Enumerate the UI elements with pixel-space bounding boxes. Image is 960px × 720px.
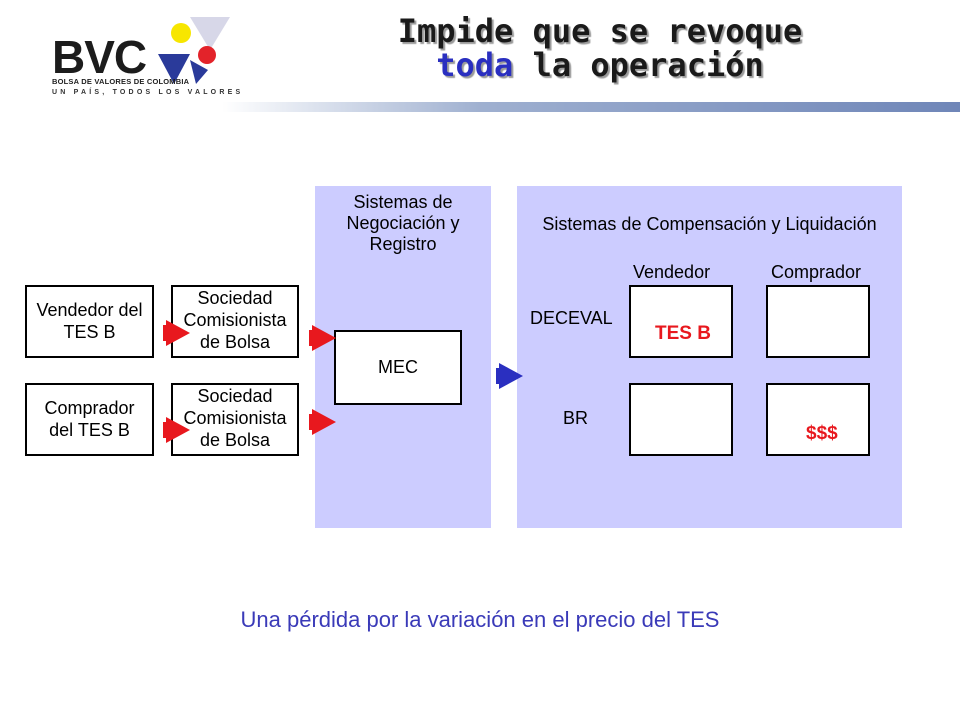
br-buyer-cell: $$$ [766,383,870,456]
mec-label: MEC [378,357,418,377]
logo-mark-icon [158,17,230,84]
arrow-buyer-to-broker-icon [163,417,190,443]
arrow-seller-to-broker-icon [163,320,190,346]
column-buyer-label: Comprador [771,262,862,282]
arrow-broker-bottom-to-mec-icon [309,409,336,435]
deceval-buyer-cell [766,285,870,358]
slide-title: Impide que se revoque toda la operación [300,14,900,82]
deceval-seller-value: TES B [655,323,711,344]
title-line-2: toda la operación [300,48,900,82]
broker-box-bottom: Sociedad Comisionista de Bolsa [171,383,299,456]
br-buyer-value: $$$ [806,423,838,444]
arrow-broker-top-to-mec-icon [309,325,336,351]
arrow-mec-to-settlement-icon [496,363,523,389]
logo-tagline: UN PAÍS, TODOS LOS VALORES [52,89,244,96]
title-highlight: toda [436,46,514,84]
trading-panel-title: Sistemas de Negociación y Registro [346,192,460,254]
header-divider [222,102,960,112]
caption: Una pérdida por la variación en el preci… [240,607,720,632]
deceval-seller-cell: TES B [629,285,733,358]
bvc-logo [40,12,240,102]
row-br-label: BR [563,408,589,428]
logo-brand: BVC [52,31,147,83]
logo-name: BOLSA DE VALORES DE COLOMBIA [52,77,190,86]
buyer-label: Comprador del TES B [44,398,135,440]
buyer-box: Comprador del TES B [25,383,154,456]
settlement-panel-title: Sistemas de Compensación y Liquidación [542,214,877,234]
broker-bottom-label: Sociedad Comisionista de Bolsa [183,386,287,450]
seller-label: Vendedor del TES B [36,300,143,342]
column-seller-label: Vendedor [633,262,711,282]
title-line-2-rest: la operación [513,46,764,84]
broker-top-label: Sociedad Comisionista de Bolsa [183,288,287,352]
seller-box: Vendedor del TES B [25,285,154,358]
title-line-1: Impide que se revoque [397,12,803,50]
broker-box-top: Sociedad Comisionista de Bolsa [171,285,299,358]
row-deceval-label: DECEVAL [530,308,613,328]
mec-box: MEC [334,330,462,405]
br-seller-cell [629,383,733,456]
